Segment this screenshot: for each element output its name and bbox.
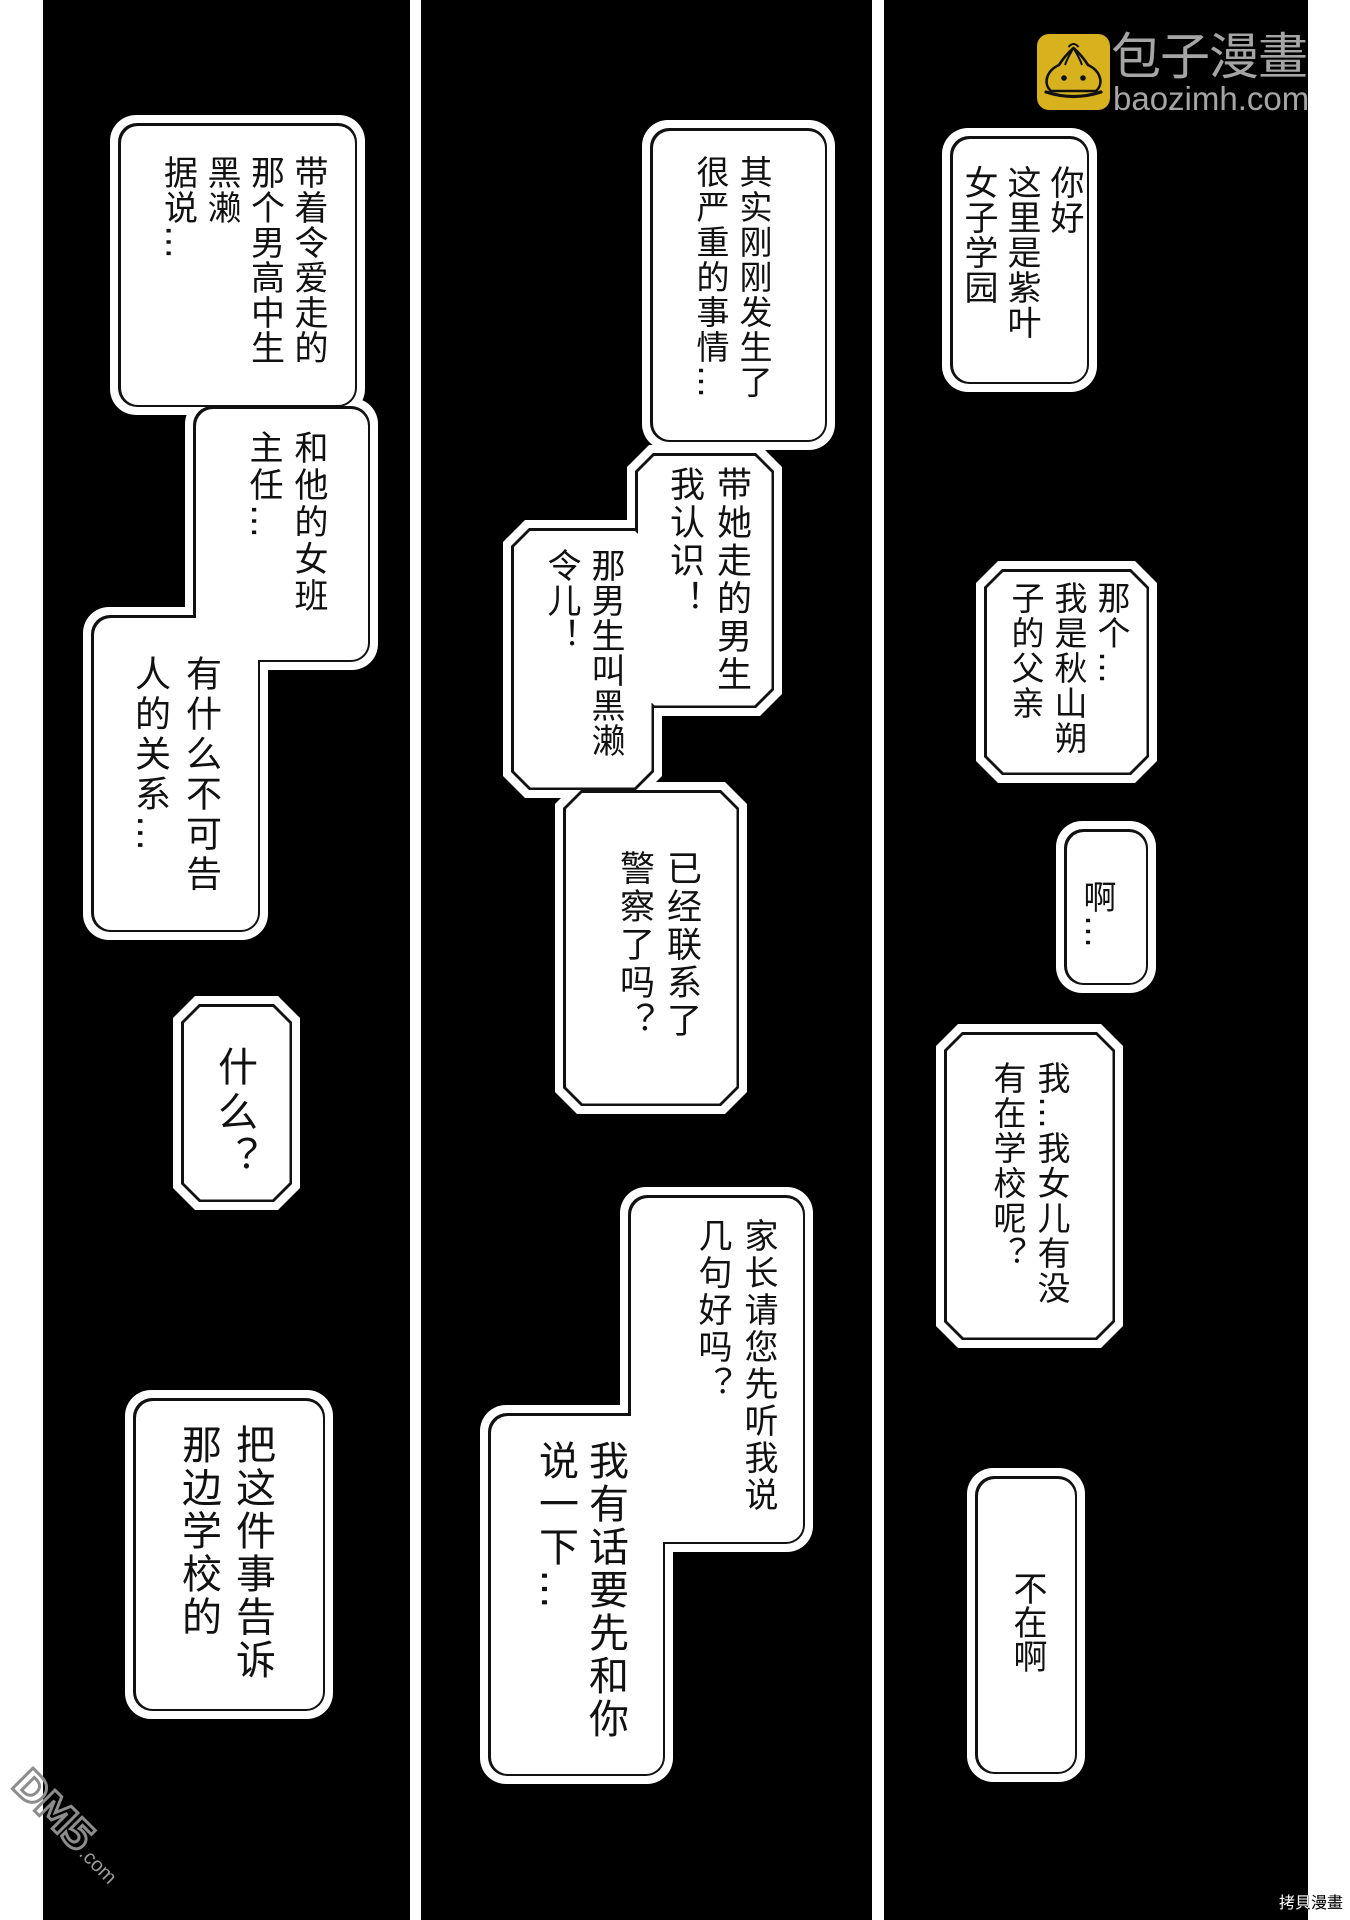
panel-right: [884, 0, 1308, 1920]
panel-left: [43, 0, 410, 1920]
watermark-copy-manga: 拷貝漫畫: [1279, 1893, 1344, 1912]
panel-middle: [421, 0, 872, 1920]
watermark-site-name: 包子漫畫: [1111, 28, 1308, 86]
steamed-bun-logo-icon: [1037, 34, 1110, 110]
watermark-site-url: baozimh.com: [1113, 80, 1310, 117]
